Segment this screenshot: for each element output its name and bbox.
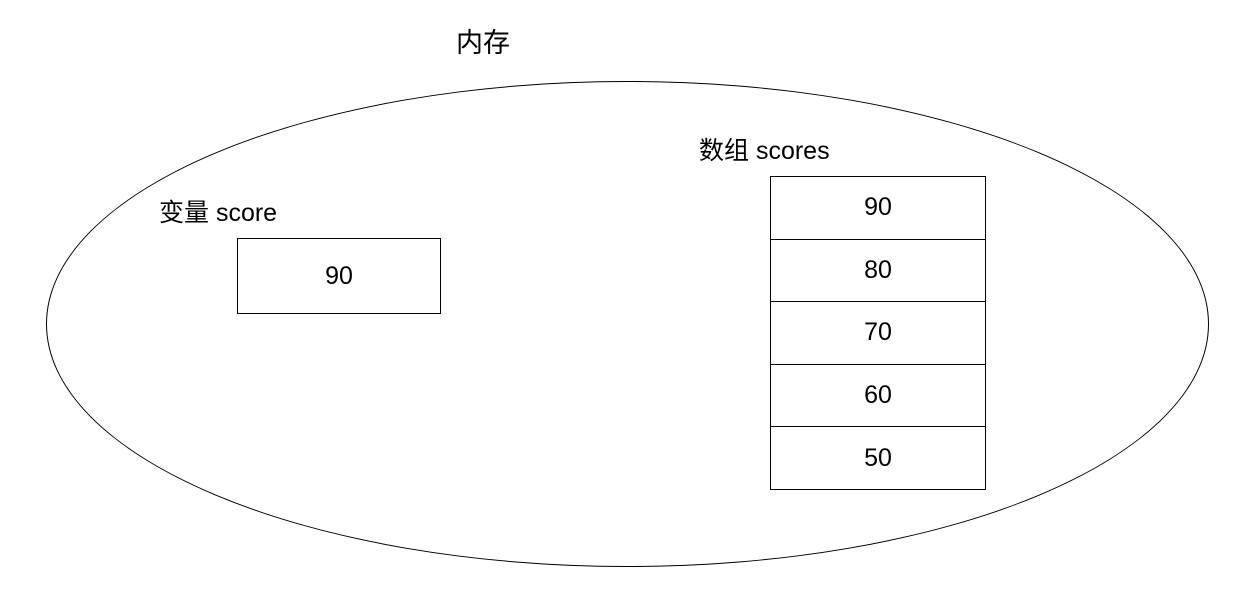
array-cell: 60 [771,365,985,428]
array-cell-value: 50 [864,443,892,472]
array-cell: 50 [771,427,985,489]
memory-ellipse [46,81,1209,567]
array-cell: 80 [771,240,985,303]
array-cell-value: 60 [864,381,892,410]
diagram-title: 内存 [456,28,510,58]
array-cell-value: 90 [864,193,892,222]
variable-value: 90 [325,261,353,290]
variable-box: 90 [237,238,441,314]
array-cell: 90 [771,177,985,240]
array-box: 90 80 70 60 50 [770,176,986,490]
array-cell-value: 70 [864,318,892,347]
array-label: 数组 scores [699,137,830,165]
variable-label: 变量 score [159,199,278,227]
array-cell: 70 [771,302,985,365]
array-cell-value: 80 [864,255,892,284]
